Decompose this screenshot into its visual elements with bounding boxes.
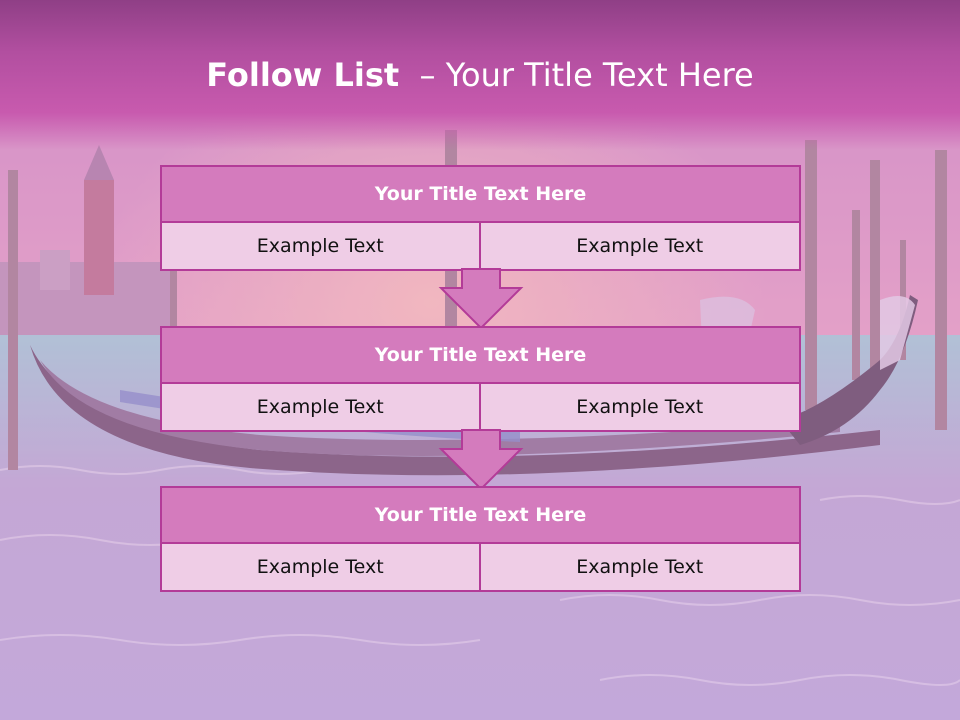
block-2-title: Your Title Text Here <box>160 326 801 384</box>
block-1-item-1: Example Text <box>160 223 481 271</box>
title-bar <box>0 0 960 150</box>
list-block-2: Your Title Text Here Example Text Exampl… <box>160 326 801 432</box>
block-2-item-2: Example Text <box>480 384 801 432</box>
list-block-1: Your Title Text Here Example Text Exampl… <box>160 165 801 271</box>
block-3-item-1: Example Text <box>160 544 481 592</box>
slide-title: Follow List – Your Title Text Here <box>0 52 960 98</box>
block-1-item-2: Example Text <box>480 223 801 271</box>
block-1-title: Your Title Text Here <box>160 165 801 223</box>
down-arrow-icon <box>438 429 524 491</box>
list-block-3: Your Title Text Here Example Text Exampl… <box>160 486 801 592</box>
block-2-item-1: Example Text <box>160 384 481 432</box>
slide-title-bold: Follow List <box>206 56 400 94</box>
block-3-title: Your Title Text Here <box>160 486 801 544</box>
block-3-item-2: Example Text <box>480 544 801 592</box>
block-1-row: Example Text Example Text <box>160 223 801 271</box>
block-3-row: Example Text Example Text <box>160 544 801 592</box>
slide-title-rest: – Your Title Text Here <box>419 56 754 94</box>
down-arrow-icon <box>438 268 524 330</box>
block-2-row: Example Text Example Text <box>160 384 801 432</box>
